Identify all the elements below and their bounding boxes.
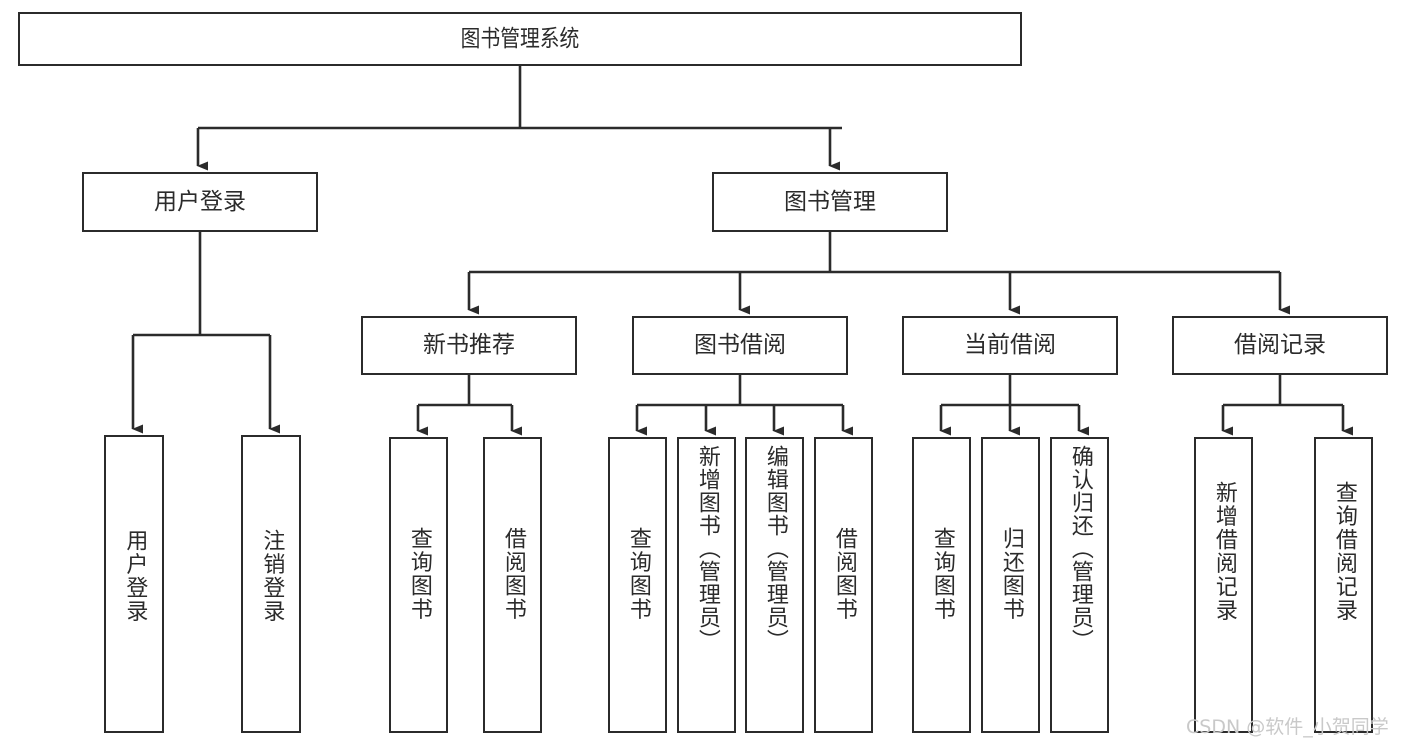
leaf-borrow-record-add-record[interactable]: 新增借阅记录	[1194, 437, 1253, 733]
leaf-current-borrow-return-books[interactable]: 归还图书	[981, 437, 1040, 733]
node-label: 确认归还（管理员）	[1067, 445, 1093, 652]
node-book-manage[interactable]: 图书管理	[712, 172, 948, 232]
node-label: 借阅图书	[500, 527, 526, 621]
leaf-book-borrow-borrow-books[interactable]: 借阅图书	[814, 437, 873, 733]
node-label: 归还图书	[998, 527, 1024, 621]
leaf-new-book-query-books[interactable]: 查询图书	[389, 437, 448, 733]
leaf-book-borrow-edit-book-admin[interactable]: 编辑图书（管理员）	[745, 437, 804, 733]
node-label: 用户登录	[122, 529, 148, 623]
node-label: 新增借阅记录	[1211, 481, 1237, 622]
node-label: 新增图书（管理员）	[694, 445, 720, 652]
node-label: 图书管理系统	[460, 25, 580, 52]
leaf-current-borrow-confirm-return-admin[interactable]: 确认归还（管理员）	[1050, 437, 1109, 733]
node-new-book-recommend[interactable]: 新书推荐	[361, 316, 577, 375]
leaf-current-borrow-query-books[interactable]: 查询图书	[912, 437, 971, 733]
leaf-user-login-logout[interactable]: 注销登录	[241, 435, 301, 733]
node-label: 查询图书	[406, 527, 432, 621]
node-root-system[interactable]: 图书管理系统	[18, 12, 1022, 66]
leaf-borrow-record-query-record[interactable]: 查询借阅记录	[1314, 437, 1373, 733]
node-label: 当前借阅	[964, 332, 1056, 359]
node-label: 图书管理	[784, 188, 876, 215]
node-label: 借阅记录	[1234, 332, 1326, 359]
leaf-book-borrow-add-book-admin[interactable]: 新增图书（管理员）	[677, 437, 736, 733]
node-label: 编辑图书（管理员）	[762, 445, 788, 652]
node-borrow-record[interactable]: 借阅记录	[1172, 316, 1388, 375]
node-current-borrow[interactable]: 当前借阅	[902, 316, 1118, 375]
node-label: 查询借阅记录	[1331, 481, 1357, 622]
leaf-book-borrow-query-books[interactable]: 查询图书	[608, 437, 667, 733]
node-label: 注销登录	[259, 529, 285, 623]
node-label: 图书借阅	[694, 332, 786, 359]
node-label: 查询图书	[625, 527, 651, 621]
node-label: 新书推荐	[423, 332, 515, 359]
leaf-new-book-borrow-books[interactable]: 借阅图书	[483, 437, 542, 733]
watermark-text: CSDN @软件_小贺同学	[1186, 716, 1389, 738]
node-book-borrow[interactable]: 图书借阅	[632, 316, 848, 375]
leaf-user-login-login[interactable]: 用户登录	[104, 435, 164, 733]
node-label: 用户登录	[154, 188, 246, 215]
node-user-login[interactable]: 用户登录	[82, 172, 318, 232]
node-label: 借阅图书	[831, 527, 857, 621]
node-label: 查询图书	[929, 527, 955, 621]
